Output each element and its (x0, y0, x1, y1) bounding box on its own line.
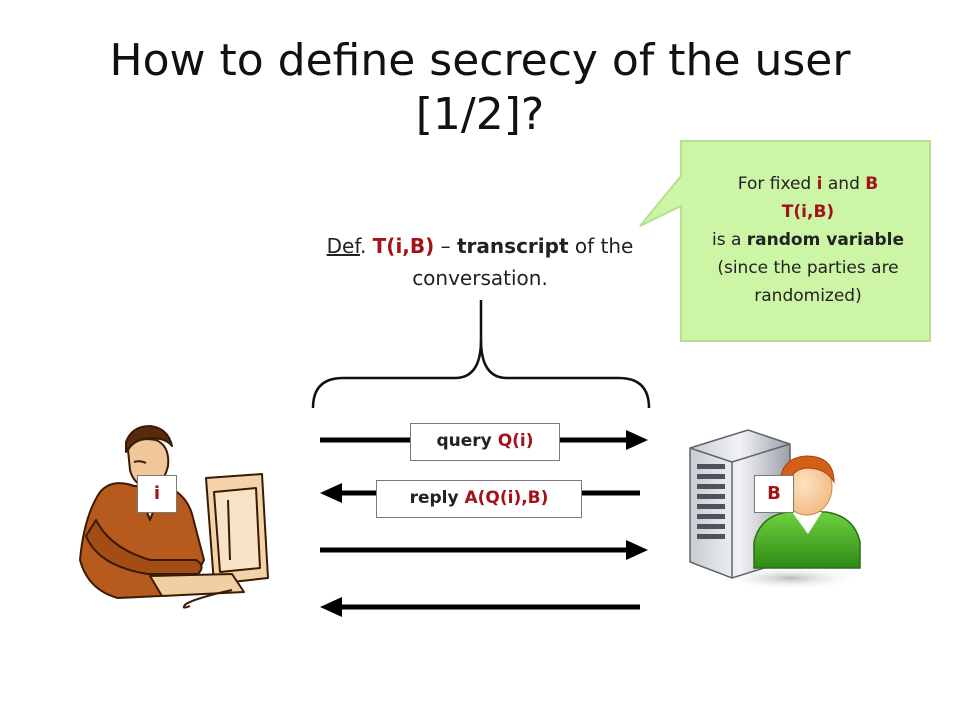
reply-word: reply (409, 488, 459, 508)
arrow-4 (320, 597, 640, 617)
user-at-computer-icon (79, 425, 269, 609)
user-label: i (137, 475, 177, 513)
query-label: query Q(i) (410, 423, 560, 461)
server-label: B (754, 475, 794, 513)
callout-i: i (816, 174, 823, 194)
callout-shape (639, 140, 931, 342)
callout-line-3: is a random variable (711, 230, 904, 250)
slide-title: How to define secrecy of the user [1/2]? (109, 35, 851, 140)
definition-text: Def. T(i,B) – transcript of the conversa… (300, 230, 660, 294)
callout-line-4: (since the parties are randomized) (717, 258, 899, 306)
def-dash: – (440, 234, 451, 258)
query-word: query (436, 431, 492, 451)
curly-brace (311, 300, 651, 409)
def-term: T(i,B) (372, 234, 435, 258)
reply-label: reply A(Q(i),B) (376, 480, 582, 518)
callout-line-1: For fixed i and B (737, 174, 879, 194)
def-transcript-word: transcript (457, 234, 569, 258)
query-term: Q(i) (497, 431, 534, 451)
reply-term: A(Q(i),B) (464, 488, 549, 508)
callout-b: B (865, 174, 879, 194)
arrow-3 (320, 540, 648, 560)
server-with-person-icon (689, 429, 862, 590)
callout-text: For fixed i and B T(i,B) is a random var… (686, 170, 930, 310)
callout-line-2: T(i,B) (781, 202, 835, 222)
def-rest: of the conversation. (412, 234, 634, 290)
def-word: Def (326, 234, 360, 258)
def-dot: . (359, 234, 367, 258)
